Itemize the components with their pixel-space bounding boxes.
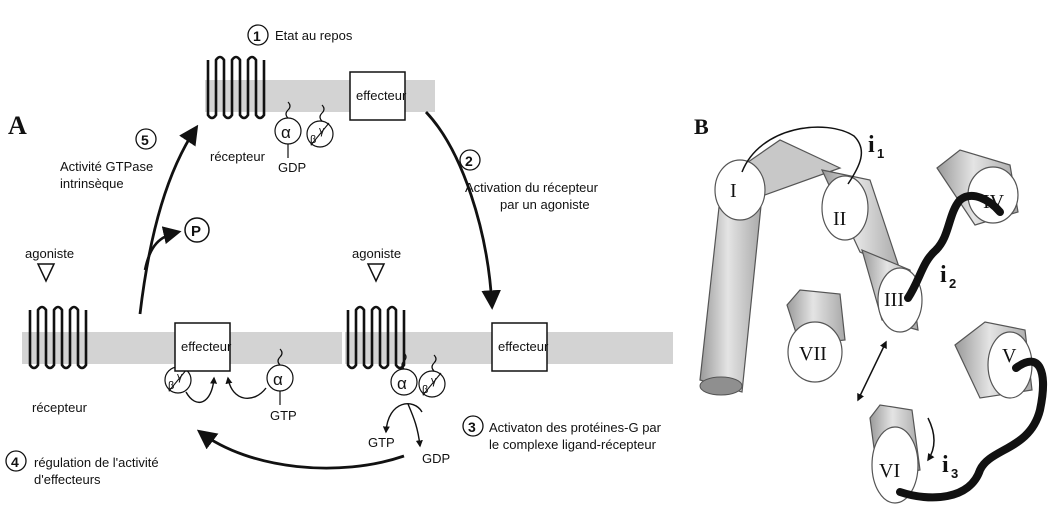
arrow-phosphate-release	[145, 232, 178, 270]
step-2-text-line2: par un agoniste	[500, 197, 590, 212]
step-5-text-line1: Activité GTPase	[60, 159, 153, 174]
helix-5-label: V	[1002, 345, 1017, 367]
panel-label-b: B	[694, 114, 709, 139]
receptor-label-regulation: récepteur	[32, 400, 88, 415]
step-1-rest-state: récepteur α GDP β γ effecteur	[208, 57, 407, 175]
g-beta-label-regulation: β	[168, 380, 174, 392]
step-3-text-line1: Activaton des protéines-G par	[489, 420, 662, 435]
step-1-label: 1 Etat au repos	[248, 25, 353, 45]
g-gamma-label-rest: γ	[319, 125, 325, 137]
loop-i3-subscript: 3	[951, 466, 958, 481]
step-1-number: 1	[253, 28, 261, 44]
gtp-label-activation: GTP	[368, 435, 395, 450]
g-alpha-label-rest: α	[281, 123, 291, 142]
g-beta-label-activation: β	[422, 384, 428, 396]
helix-7: VII	[787, 290, 845, 382]
step-4-label: 4 régulation de l'activité d'effecteurs	[6, 451, 159, 487]
helix-7-label: VII	[799, 343, 827, 365]
step-2-label: 2 Activation du récepteur par un agonist…	[460, 150, 599, 212]
loop-i3-label: i 3	[942, 452, 958, 481]
panel-label-a: A	[8, 111, 27, 140]
helix-6-label: VI	[879, 460, 900, 482]
step-3-label: 3 Activaton des protéines-G par le compl…	[463, 416, 662, 452]
step-3-text-line2: le complexe ligand-récepteur	[489, 437, 657, 452]
loop-i3-letter: i	[942, 452, 949, 478]
step-5-label: 5 Activité GTPase intrinsèque	[60, 129, 156, 191]
loop-i2-label: i 2	[940, 262, 956, 291]
agonist-label-activation: agoniste	[352, 246, 401, 261]
helix-6: VI	[870, 405, 920, 503]
g-beta-label-rest: β	[310, 134, 316, 146]
loop-i1-letter: i	[868, 132, 875, 158]
loop-i1-label: i 1	[868, 132, 884, 161]
helix-3-label: III	[884, 289, 904, 311]
g-alpha-label-activation: α	[397, 374, 407, 393]
g-gamma-label-activation: γ	[431, 375, 437, 387]
helix-2-label: II	[833, 208, 846, 230]
step-4-text-line1: régulation de l'activité	[34, 455, 159, 470]
agonist-label-regulation: agoniste	[25, 246, 74, 261]
step-5-number: 5	[141, 132, 149, 148]
gdp-label-activation: GDP	[422, 451, 450, 466]
phosphate-label: P	[191, 223, 201, 240]
step-2-text-line1: Activation du récepteur	[465, 180, 599, 195]
gtp-label-regulation: GTP	[270, 408, 297, 423]
effector-label-activation: effecteur	[498, 339, 549, 354]
gdp-exit-arrow	[408, 404, 420, 446]
step-4-text-line2: d'effecteurs	[34, 472, 101, 487]
step-1-text: Etat au repos	[275, 28, 353, 43]
helix-1-base	[700, 377, 742, 395]
step-3-number: 3	[468, 419, 476, 435]
effector-label-regulation: effecteur	[181, 339, 232, 354]
alpha-to-effector-arrow	[228, 378, 266, 398]
receptor-label-rest: récepteur	[210, 149, 266, 164]
helix-1-top	[715, 160, 765, 220]
step-5-text-line2: intrinsèque	[60, 176, 124, 191]
effector-label-rest: effecteur	[356, 88, 407, 103]
helix-5: V	[955, 322, 1032, 398]
loop-i1-subscript: 1	[877, 146, 884, 161]
g-gamma-label-regulation: γ	[177, 371, 183, 383]
helix-3-6-movement-arrow	[858, 342, 886, 400]
step-4-number: 4	[11, 454, 19, 470]
g-alpha-label-regulation: α	[273, 370, 283, 389]
arrow-rest-to-activation	[426, 112, 492, 306]
helix-1-label: I	[730, 180, 737, 202]
step-2-number: 2	[465, 153, 473, 169]
loop-i2-subscript: 2	[949, 276, 956, 291]
helix-6-rotation-arrow	[928, 418, 934, 460]
agonist-triangle-regulation	[38, 264, 54, 281]
arrow-regulation-to-rest	[140, 128, 196, 314]
loop-i2-letter: i	[940, 262, 947, 288]
agonist-triangle-activation	[368, 264, 384, 281]
gdp-label-rest: GDP	[278, 160, 306, 175]
helix-2: II	[822, 170, 900, 270]
